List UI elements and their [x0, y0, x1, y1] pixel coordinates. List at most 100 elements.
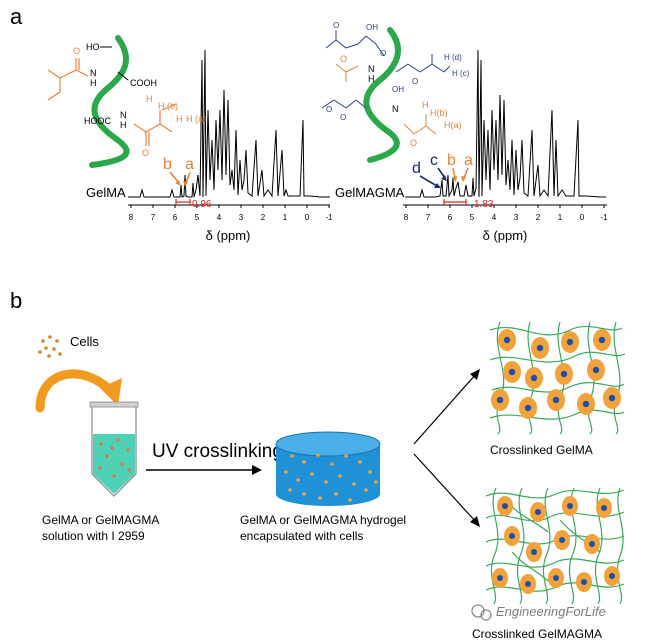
peak-arrow-a: [185, 171, 191, 184]
methacrylate-group: [335, 63, 359, 82]
peak-arrowhead-a: [461, 176, 466, 182]
integration-value: 1.83: [474, 199, 494, 210]
chem-label: O: [142, 148, 149, 158]
tick-label: 5: [470, 213, 475, 222]
chem-label: H (d): [444, 53, 462, 62]
peak-arrowhead-a: [183, 181, 188, 187]
tick-label: 8: [129, 213, 134, 222]
chem-label: HOOC: [84, 116, 112, 126]
network-gelma: [489, 321, 626, 435]
hydrogel-caption-line1: GelMA or GelMAGMA hydrogel: [240, 513, 406, 527]
spectrum-gelmagma-ticks: [405, 205, 605, 208]
tick-label: 1: [283, 213, 288, 222]
glycidyl-group-left: [321, 99, 367, 109]
tick-label: 6: [173, 213, 178, 222]
watermark-logo-icon: [471, 604, 492, 621]
chem-label: H: [176, 114, 183, 124]
tick-label: 6: [448, 213, 453, 222]
chem-label: O: [380, 49, 386, 58]
uv-arrowhead: [252, 465, 262, 475]
glycidyl-group-top: [325, 30, 385, 57]
hydrogel-cylinder: [275, 431, 381, 506]
cell-dots: [38, 335, 62, 358]
pour-arrowhead: [100, 378, 122, 406]
peak-arrow-d: [419, 175, 438, 187]
pour-arrow: [35, 369, 115, 413]
network-gelmagma-label: Crosslinked GelMAGMA: [472, 627, 602, 641]
tick-label: 2: [536, 213, 541, 222]
cells-label: Cells: [70, 334, 99, 349]
chem-label: O: [340, 113, 346, 122]
integration-value: 0.96: [192, 199, 212, 210]
chem-label: O: [412, 77, 418, 86]
tube-caption-line2: solution with I 2959: [42, 529, 145, 543]
peak-arrow-a: [463, 167, 469, 179]
arrowhead-to-gelma: [470, 369, 480, 380]
chem-label: N: [90, 68, 97, 78]
chem-label: O: [340, 54, 347, 64]
spectrum-gelma-trace: [128, 49, 330, 198]
chem-label: O: [73, 46, 80, 56]
peak-label-d: d: [412, 160, 421, 177]
peak-arrowhead-b: [452, 176, 457, 182]
peak-label-a: a: [185, 156, 194, 173]
methacrylate-group: [133, 103, 177, 146]
spectrum-gelma-xlabel: δ (ppm): [206, 228, 251, 243]
spectrum-gelmagma-tick-labels: 8 7 6 5 4 3 2 1 0 -1: [404, 213, 608, 222]
glycidyl-group-right: [395, 54, 451, 73]
spectrum-gelma-name: GelMA: [86, 185, 126, 200]
tick-label: -1: [325, 213, 333, 222]
methacrylate-group: [47, 58, 89, 101]
watermark: EngineeringForLife: [471, 604, 606, 621]
tick-label: 4: [492, 213, 497, 222]
peak-label-a: a: [464, 152, 473, 169]
chem-label: H (b): [158, 101, 178, 111]
peak-label-b: b: [447, 152, 456, 169]
peak-arrow-b: [452, 167, 456, 179]
tick-label: 2: [261, 213, 266, 222]
peak-arrowhead-b: [175, 180, 181, 186]
spectrum-gelma-tick-labels: 8 7 6 5 4 3 2 1 0 -1: [129, 213, 333, 222]
peak-label-b: b: [163, 156, 172, 173]
peak-arrowhead-d: [434, 183, 441, 188]
chem-label: H: [120, 120, 127, 130]
tick-label: 7: [151, 213, 156, 222]
methacrylate-group: [403, 114, 437, 135]
tick-label: 8: [404, 213, 409, 222]
chem-label: N: [368, 64, 375, 74]
tick-label: 1: [558, 213, 563, 222]
chem-label: O: [333, 21, 339, 30]
chem-label: OH: [392, 85, 404, 94]
chem-label: H(b): [430, 108, 448, 118]
panel-b-letter: b: [10, 288, 22, 313]
tube: [89, 401, 139, 497]
spectrum-gelma-ticks: [130, 205, 330, 208]
chem-label: H: [90, 78, 97, 88]
chem-label: H(a): [444, 120, 462, 130]
chem-label: H: [368, 74, 375, 84]
helix: [363, 27, 402, 163]
gelmagma-structure: OH O O H (d) H (c) OH O N H O O H H(b) H…: [321, 21, 470, 163]
tick-label: 3: [514, 213, 519, 222]
tick-label: 3: [239, 213, 244, 222]
chem-label: OH: [366, 23, 378, 32]
chem-label: HO: [86, 42, 100, 52]
chem-label: O: [326, 105, 332, 114]
tick-label: -1: [600, 213, 608, 222]
network-gelmagma: [485, 487, 625, 605]
tube-caption-line1: GelMA or GelMAGMA: [42, 513, 159, 527]
tick-label: 4: [217, 213, 222, 222]
peak-label-c: c: [430, 152, 438, 169]
uv-label: UV crosslinking: [152, 441, 283, 462]
tick-label: 0: [305, 213, 310, 222]
chem-label: N: [392, 104, 399, 114]
chem-label: H (a): [186, 114, 206, 124]
hydrogel-caption-line2: encapsulated with cells: [240, 529, 363, 543]
tick-label: 7: [426, 213, 431, 222]
spectrum-gelmagma-name: GelMAGMA: [335, 185, 405, 200]
spectrum-gelma: 8 7 6 5 4 3 2 1 0 -1 δ (ppm) GelMA b a 0…: [86, 49, 333, 243]
chem-label: H (c): [452, 69, 470, 78]
peak-arrowhead-c: [441, 175, 447, 181]
arrow-to-gelmagma: [413, 453, 477, 523]
